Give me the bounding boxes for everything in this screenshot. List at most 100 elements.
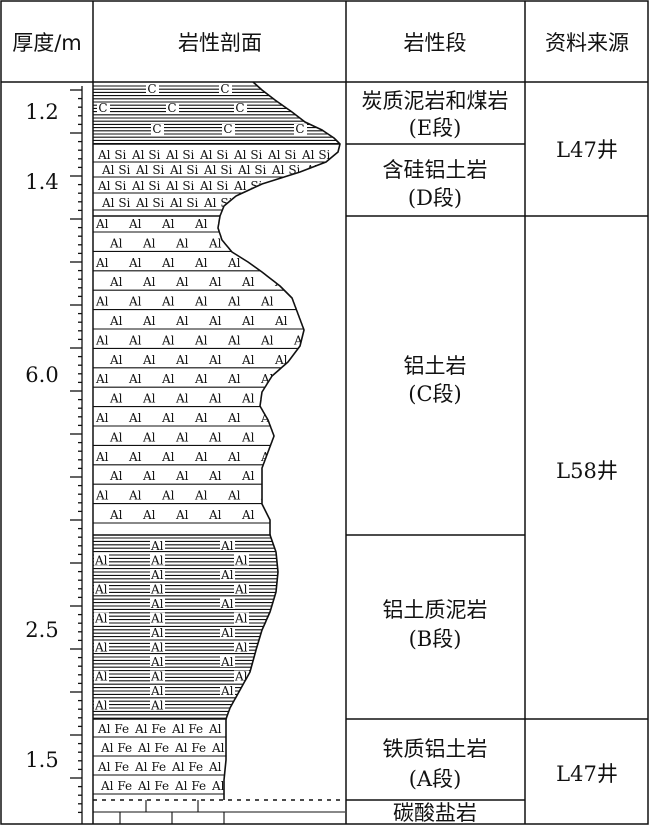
al-symbol: Al (227, 489, 241, 503)
al-symbol: Al (326, 256, 340, 270)
al-symbol: Al (326, 217, 340, 231)
alsi-symbol: Al Si (131, 148, 161, 162)
al-symbol: Al (241, 275, 255, 289)
al-symbol: Al (220, 655, 234, 669)
al-symbol: Al (128, 372, 142, 386)
symbol-bg (97, 103, 110, 114)
symbol-bg (151, 124, 164, 135)
alsi-symbol: Al Si (165, 148, 195, 162)
segment-c-code: (C段) (408, 382, 461, 406)
symbol-bg (219, 84, 232, 95)
alsi-symbol: Al Si (135, 196, 165, 210)
al-symbol: Al (150, 597, 164, 611)
al-symbol: Al (94, 670, 108, 684)
alsi-symbol: Al Si (131, 179, 161, 193)
alsi-symbol: Al Si (301, 179, 331, 193)
al-symbol: Al (128, 450, 142, 464)
al-symbol: Al (274, 469, 288, 483)
coal-symbol: C (147, 82, 156, 96)
al-symbol: Al (260, 256, 274, 270)
alfe-symbol: Al Fe (208, 722, 240, 736)
al-symbol: Al (194, 450, 208, 464)
alfe-symbol: Al Fe (137, 779, 169, 793)
alfe-symbol: Al Fe (285, 779, 317, 793)
al-symbol: Al (150, 641, 164, 655)
symbol-bg (220, 627, 235, 638)
al-symbol: Al (234, 583, 248, 597)
al-symbol: Al (95, 372, 109, 386)
al-symbol: Al (260, 333, 274, 347)
symbol-bg (234, 103, 247, 114)
al-symbol: Al (307, 430, 321, 444)
al-symbol: Al (208, 508, 222, 522)
al-symbol: Al (109, 392, 123, 406)
al-symbol: Al (326, 333, 340, 347)
al-symbol: Al (95, 489, 109, 503)
symbol-bg (166, 103, 179, 114)
alfe-symbol: Al Fe (171, 760, 203, 774)
al-symbol: Al (150, 699, 164, 713)
al-symbol: Al (161, 411, 175, 425)
symbol-bg (146, 84, 159, 95)
alfe-symbol: Al Fe (285, 741, 317, 755)
al-symbol: Al (150, 670, 164, 684)
alfe-symbol: Al Fe (282, 722, 314, 736)
al-symbol: Al (95, 411, 109, 425)
coal-symbol: C (223, 122, 232, 136)
segment-d-code: (D段) (408, 186, 462, 210)
al-symbol: Al (326, 489, 340, 503)
al-symbol: Al (227, 217, 241, 231)
al-symbol: Al (293, 489, 307, 503)
alsi-symbol: Al Si (335, 148, 365, 162)
al-symbol: Al (241, 469, 255, 483)
symbol-bg (150, 641, 165, 653)
al-symbol: Al (95, 450, 109, 464)
alsi-symbol: Al Si (135, 163, 165, 177)
al-symbol: Al (220, 626, 234, 640)
al-symbol: Al (293, 372, 307, 386)
thickness-c: 6.0 (25, 363, 58, 387)
symbol-bg (220, 685, 235, 696)
alfe-symbol: Al Fe (248, 779, 280, 793)
al-symbol: Al (220, 539, 234, 553)
al-symbol: Al (208, 430, 222, 444)
al-symbol: Al (208, 353, 222, 367)
al-symbol: Al (194, 295, 208, 309)
al-symbol: Al (109, 508, 123, 522)
segment-a-name: 铁质铝土岩 (383, 737, 488, 761)
alfe-symbol: Al Fe (97, 722, 129, 736)
symbol-bg (222, 124, 235, 135)
segment-bottom-name: 碳酸盐岩 (393, 801, 477, 825)
al-symbol: Al (95, 333, 109, 347)
al-symbol: Al (175, 275, 189, 289)
alsi-symbol: Al Si (101, 163, 131, 177)
profile-curve (217, 81, 341, 800)
al-symbol: Al (307, 314, 321, 328)
header-thickness: 厚度/m (12, 31, 82, 55)
al-symbol: Al (293, 217, 307, 231)
depth-ruler (70, 86, 83, 824)
al-symbol: Al (274, 430, 288, 444)
al-symbol: Al (161, 256, 175, 270)
alfe-symbol: Al Fe (322, 779, 354, 793)
al-symbol: Al (128, 256, 142, 270)
alsi-symbol: Al Si (165, 179, 195, 193)
symbol-bg (220, 656, 235, 667)
al-symbol: Al (293, 450, 307, 464)
alfe-symbol: Al Fe (211, 741, 243, 755)
symbol-bg (234, 554, 249, 566)
symbol-bg (94, 554, 109, 566)
segment-e-code: (E段) (409, 116, 462, 140)
symbol-bg (150, 656, 165, 667)
symbol-bg (150, 612, 165, 624)
alsi-symbol: Al Si (101, 196, 131, 210)
al-symbol: Al (194, 217, 208, 231)
header-section: 岩性剖面 (178, 31, 262, 55)
alfe-symbol: Al Fe (211, 779, 243, 793)
alsi-symbol: Al Si (305, 196, 335, 210)
al-symbol: Al (150, 626, 164, 640)
